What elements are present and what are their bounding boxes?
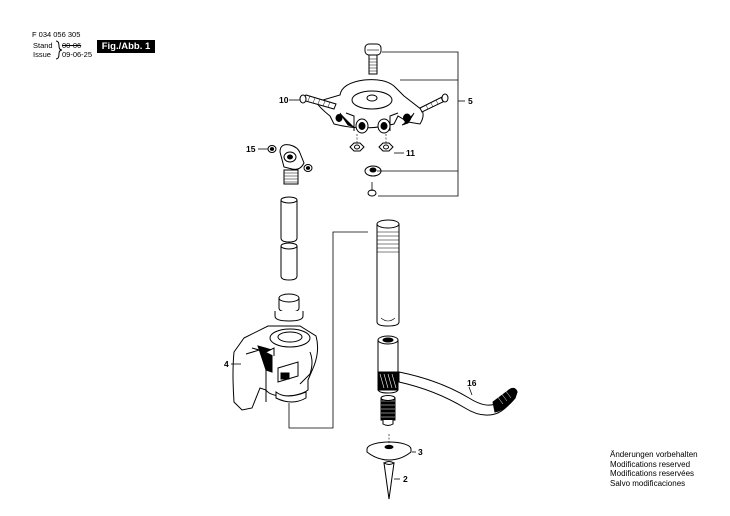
callout-2: 2	[403, 474, 408, 484]
threaded-stud	[380, 395, 396, 426]
issue-date: 09-06-25	[62, 50, 93, 59]
note-es: Salvo modificaciones	[610, 478, 686, 488]
part-4-clamp-housing	[232, 325, 319, 411]
figure-label: Fig./Abb. 1	[97, 40, 155, 53]
part-5-head-bracket	[299, 43, 449, 197]
callout-3: 3	[418, 447, 423, 457]
tube	[376, 219, 400, 327]
part-15-elbow	[267, 144, 313, 185]
callout-10: 10	[279, 95, 289, 105]
part-5-bracket-line	[377, 51, 459, 197]
callout-5: 5	[468, 96, 473, 106]
note-de: Änderungen vorbehalten	[610, 450, 698, 459]
note-en: Modifications reserved	[610, 459, 691, 469]
part-2-spike	[383, 461, 395, 500]
callout-16: 16	[467, 378, 477, 388]
lower-sleeve	[280, 242, 298, 281]
note-fr: Modifications reservées	[610, 469, 695, 479]
issue-label: Issue	[33, 50, 51, 59]
part-number: F 034 056 305	[32, 30, 81, 39]
header-brace	[55, 40, 63, 60]
plug-cap	[274, 293, 304, 322]
stand-date: 00-06	[62, 41, 82, 50]
part-16-flexible-rod	[398, 371, 518, 416]
lower-adapter	[377, 335, 399, 394]
upper-sleeve	[280, 196, 298, 243]
callout-11: 11	[406, 148, 415, 158]
modification-notes: Änderungen vorbehalten Modifications res…	[610, 450, 698, 488]
callout-4: 4	[224, 359, 229, 369]
part-3-disc	[366, 434, 412, 461]
assembly-bracket-line	[288, 231, 368, 429]
callout-15: 15	[246, 144, 256, 154]
stand-label: Stand	[33, 41, 53, 50]
